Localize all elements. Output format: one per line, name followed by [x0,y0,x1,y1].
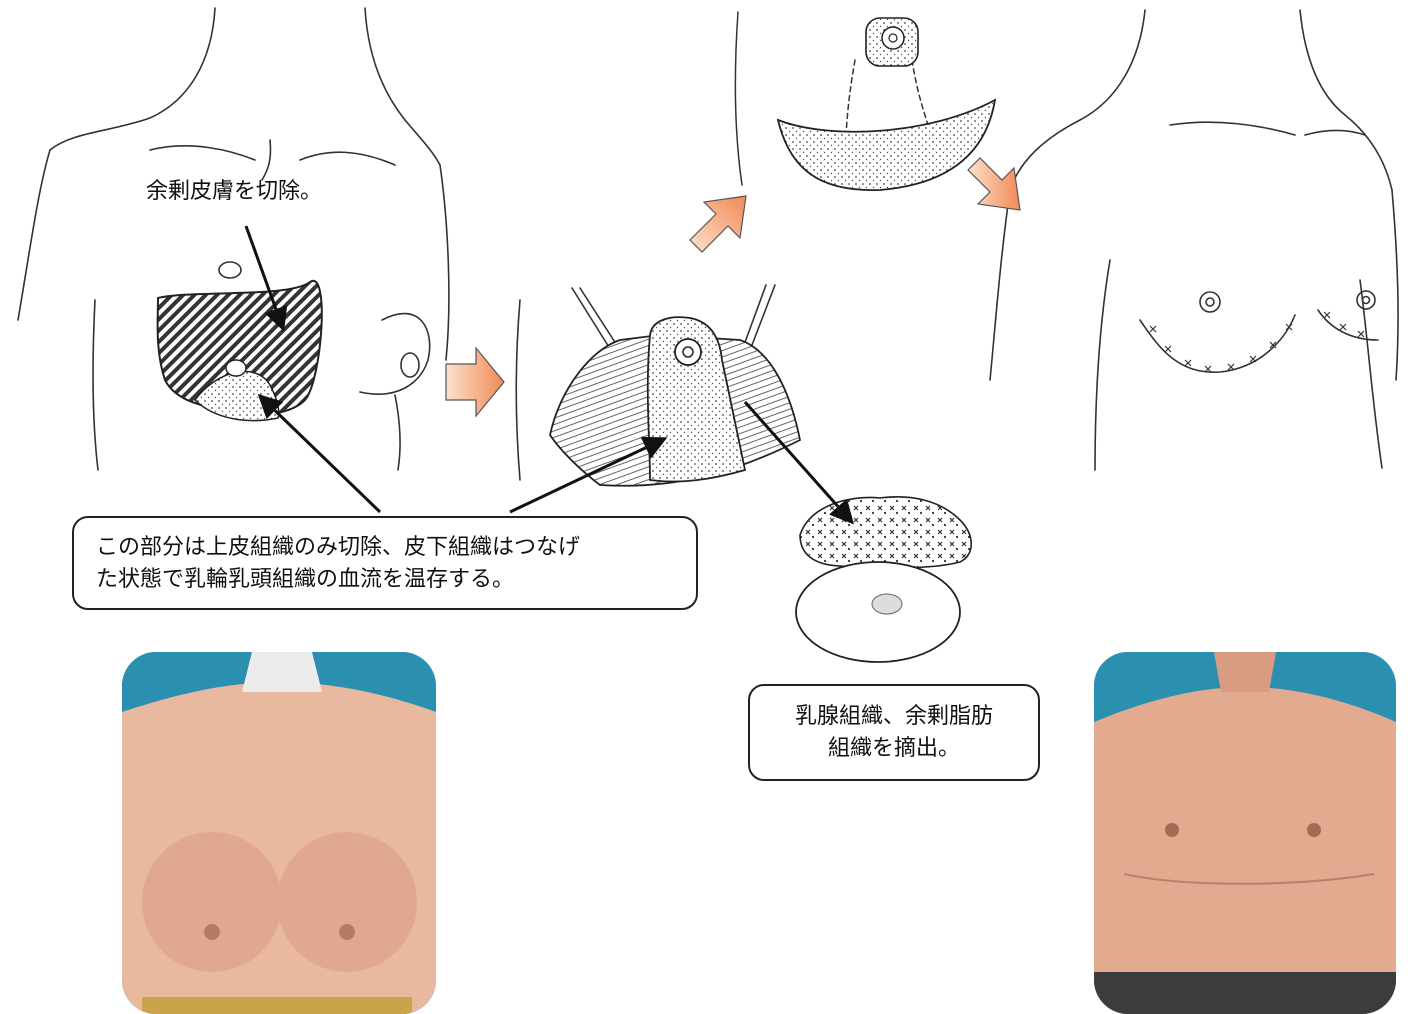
callout-gland-line-2: 組織を摘出。 [760,733,1028,765]
photo-after-surgery [1094,652,1396,1014]
photo-before-surgery [122,652,436,1014]
pointer-arrow-epithelium-left [262,398,380,512]
pedicle-crescent [778,100,995,190]
areola-marking [226,360,246,376]
fat-tissue-mark [872,594,902,614]
nipple-center [683,347,693,357]
excised-gland-tissue [800,497,971,568]
suture-marks [1150,312,1364,372]
callout-epithelium-line-1: この部分は上皮組織のみ切除、皮下組織はつなげ [96,532,674,564]
photo-before-image [122,652,436,1014]
callout-epithelium-line-2: た状態で乳輪乳頭組織の血流を温存する。 [96,564,674,596]
step-arrow-3 [968,158,1020,210]
pedicle-nipple-center [889,34,897,42]
torso-postop-drawing [990,10,1398,470]
callout-gland-line-1: 乳腺組織、余剰脂肪 [760,701,1028,733]
callout-epithelium: この部分は上皮組織のみ切除、皮下組織はつなげ た状態で乳輪乳頭組織の血流を温存す… [72,516,698,610]
step-arrow-1 [446,348,504,416]
pointer-arrow-gland [745,402,850,520]
step-arrow-2 [690,196,746,252]
label-excise-skin: 余剰皮膚を切除。 [146,177,322,207]
callout-gland-removal: 乳腺組織、余剰脂肪 組織を摘出。 [748,684,1040,781]
photo-after-image [1094,652,1396,1014]
